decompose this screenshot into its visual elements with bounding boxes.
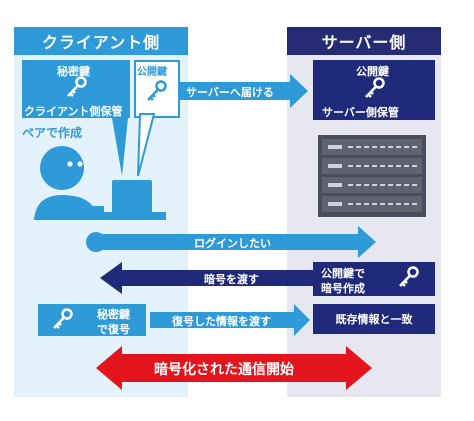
server-make-cipher-line1: 公開鍵で <box>321 267 365 280</box>
server-rack-icon <box>318 135 426 217</box>
send-to-server-label: サーバーへ届ける <box>186 86 274 99</box>
send-cipher-label: 暗号を渡す <box>204 273 259 286</box>
start-encrypted-communication-label: 暗号化された通信開始 <box>154 362 294 378</box>
send-decrypted-label: 復号した情報を渡す <box>172 315 271 328</box>
client-header: クライアント側 <box>14 27 188 55</box>
client-public-key-label: 公開鍵 <box>137 67 167 78</box>
server-public-key-label: 公開鍵 <box>356 65 389 78</box>
login-label: ログインしたい <box>194 237 271 250</box>
server-make-cipher-line2: 暗号作成 <box>321 282 365 295</box>
server-match-label: 既存情報と一致 <box>335 313 413 326</box>
server-public-key-caption: サーバー側保管 <box>322 106 399 119</box>
client-decrypt-line1: 秘密鍵 <box>97 308 130 321</box>
client-secret-key-label: 秘密鍵 <box>57 65 90 78</box>
key-icon <box>365 77 385 98</box>
server-match-box: 既存情報と一致 <box>313 304 435 334</box>
key-icon <box>147 80 167 101</box>
client-decrypt-line2: で復号 <box>97 323 130 336</box>
pair-note: ペアで作成 <box>22 126 83 140</box>
server-header: サーバー側 <box>287 27 441 55</box>
client-decrypt-box <box>38 304 146 336</box>
key-icon <box>399 266 419 287</box>
key-icon <box>67 76 87 97</box>
key-icon <box>53 308 73 329</box>
person-with-laptop-illustration <box>34 146 166 220</box>
client-secret-key-caption: クライアント側保管 <box>24 105 123 118</box>
